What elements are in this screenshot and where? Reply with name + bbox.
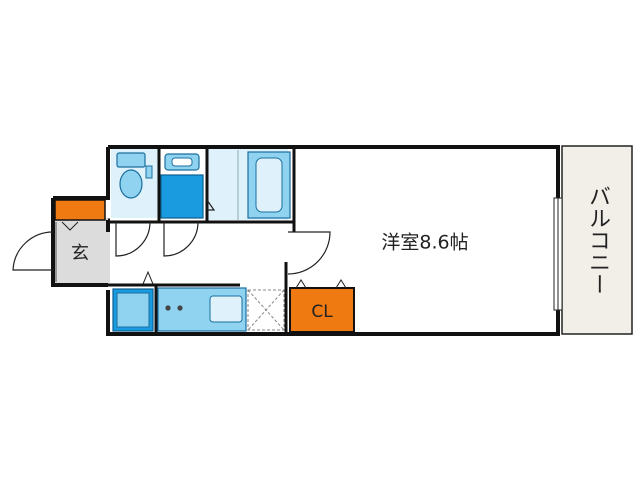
closet: CL bbox=[289, 279, 355, 333]
wash-bowl-inner bbox=[171, 157, 193, 167]
toilet-paper bbox=[145, 165, 153, 179]
entrance-floor bbox=[55, 218, 110, 283]
refrigerator-inner bbox=[116, 292, 150, 328]
balcony-label: バルコニー bbox=[585, 185, 610, 295]
closet-label: CL bbox=[311, 302, 333, 322]
closet-box bbox=[289, 287, 355, 333]
shoe-cabinet bbox=[54, 199, 106, 221]
shoebox-door-mark bbox=[61, 221, 79, 231]
kitchen-sink bbox=[209, 295, 243, 323]
bathtub bbox=[237, 150, 291, 220]
stove-burner-right bbox=[177, 305, 183, 311]
room-door bbox=[287, 231, 331, 275]
interior-walls bbox=[108, 147, 296, 334]
toilet-door bbox=[115, 221, 151, 257]
balcony-window bbox=[553, 197, 563, 311]
storage-space bbox=[247, 289, 285, 331]
corridor-mark bbox=[142, 270, 154, 285]
balcony-area bbox=[561, 145, 633, 335]
washbasin bbox=[160, 151, 204, 219]
washing-machine-space bbox=[160, 174, 204, 219]
washroom-door bbox=[163, 221, 199, 257]
storage-cross-b bbox=[247, 289, 285, 331]
stove-burner-left bbox=[165, 305, 171, 311]
bathtub-inner bbox=[255, 157, 283, 213]
toilet-tank bbox=[116, 152, 146, 168]
balcony: バルコニー bbox=[561, 145, 633, 335]
western-room-label: 洋室8.6帖 bbox=[381, 232, 468, 254]
closet-door-marks bbox=[295, 279, 347, 289]
bathroom-door-mark bbox=[206, 199, 216, 211]
toilet bbox=[116, 152, 153, 199]
entrance-door bbox=[12, 231, 54, 271]
toilet-bowl bbox=[119, 169, 143, 199]
entrance-label: 玄 bbox=[71, 243, 89, 264]
